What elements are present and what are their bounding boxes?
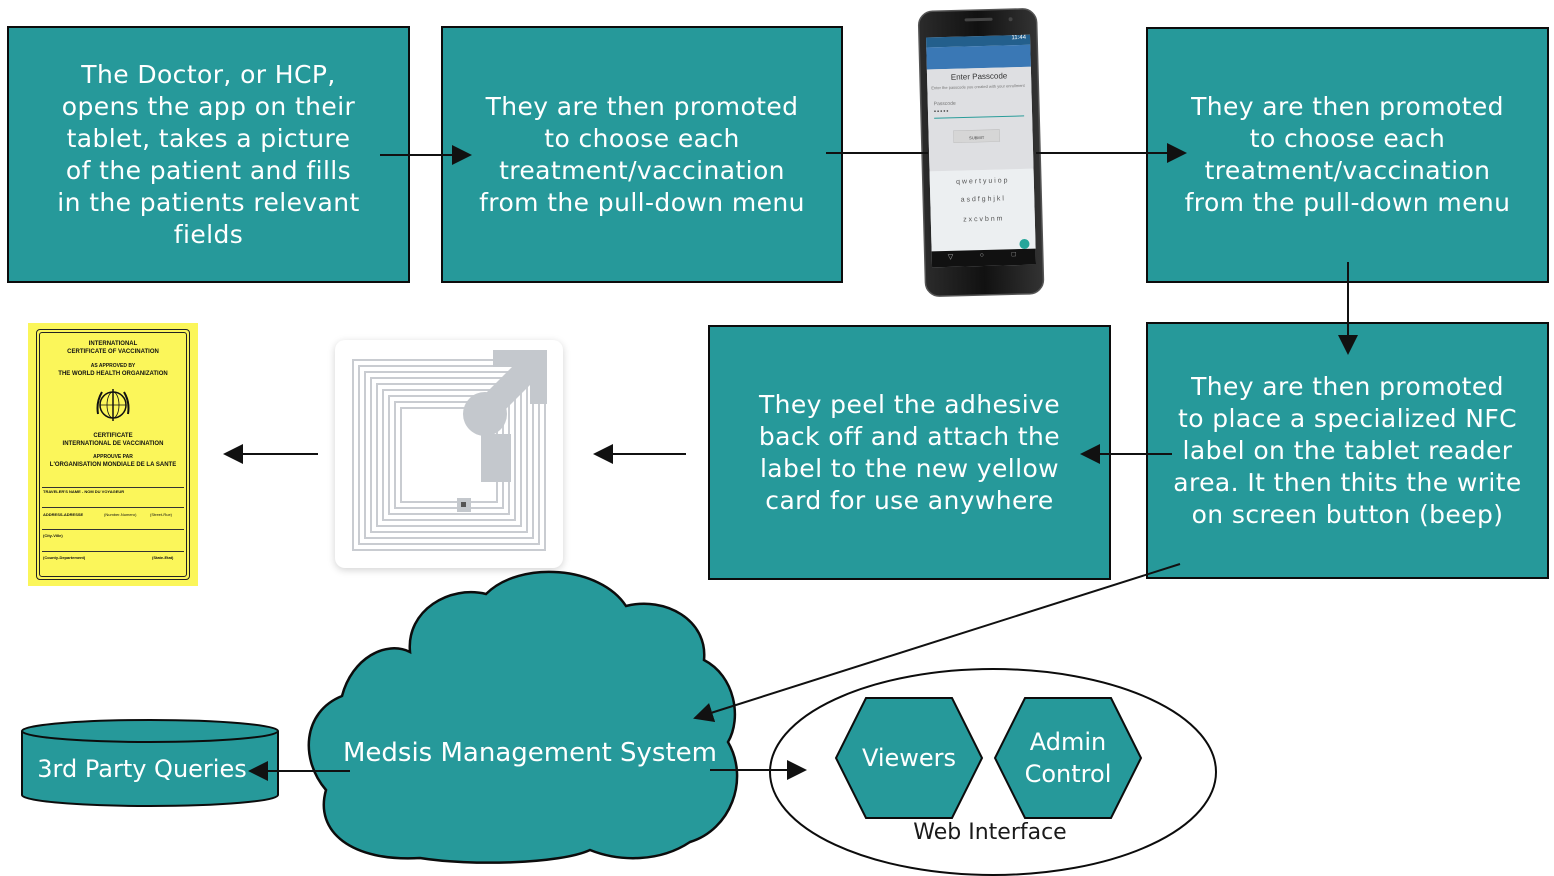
arrow-step4-to-cloud [693, 563, 1181, 723]
step-5-text: They peel the adhesive back off and atta… [758, 389, 1061, 515]
certificate-line-7: APPROUVE PAR [93, 454, 133, 460]
step-2-text: They are then promoted to choose each tr… [479, 91, 805, 217]
database-cylinder [21, 719, 279, 807]
queries-label: 3rd Party Queries [37, 755, 247, 783]
certificate-line-1: INTERNATIONAL [88, 341, 138, 347]
certificate-line-6: INTERNATIONAL DE VACCINATION [62, 441, 164, 447]
nfc-tag-image [335, 340, 563, 568]
step-4-text: They are then promoted to place a specia… [1173, 371, 1522, 529]
certificate-line-5: CERTIFICATE [93, 433, 133, 439]
step-4-box: They are then promoted to place a specia… [1146, 322, 1549, 579]
certificate-field-address: ADDRESS-ADRESSE [43, 512, 84, 517]
nfc-antenna-icon [352, 350, 547, 551]
step-3-text: They are then promoted to choose each tr… [1184, 92, 1511, 217]
cloud-label: Medsis Management System [342, 738, 717, 768]
vaccination-certificate: INTERNATIONAL CERTIFICATE OF VACCINATION… [28, 323, 198, 586]
step-2-box: They are then promoted to choose each tr… [441, 26, 843, 283]
admin-control-label[interactable]: Admin Control [1024, 728, 1112, 788]
who-emblem-icon [96, 389, 130, 421]
certificate-field-county: (County-Departement) [43, 555, 86, 560]
certificate-field-state: (State-Etat) [152, 555, 174, 560]
admin-hexagon [993, 697, 1143, 819]
viewers-hexagon [834, 697, 984, 819]
step-5-box: They peel the adhesive back off and atta… [708, 325, 1111, 580]
web-interface-label: Web Interface [913, 820, 1067, 845]
cloud-shape [307, 570, 739, 864]
step-1-box: The Doctor, or HCP, opens the app on the… [7, 26, 410, 283]
certificate-line-2: CERTIFICATE OF VACCINATION [67, 349, 159, 355]
certificate-field-number: (Number-Numero) [104, 512, 137, 517]
certificate-line-8: L'ORGANISATION MONDIALE DE LA SANTE [49, 462, 177, 468]
certificate-line-4: THE WORLD HEALTH ORGANIZATION [58, 371, 168, 377]
certificate-field-city: (City-Ville) [43, 533, 63, 538]
step-3-box: They are then promoted to choose each tr… [1146, 27, 1549, 283]
certificate-field-name: TRAVELER'S NAME - NOM DU VOYAGEUR [43, 489, 125, 494]
viewers-label[interactable]: Viewers [861, 744, 957, 772]
step-1-text: The Doctor, or HCP, opens the app on the… [57, 59, 360, 249]
certificate-line-3: AS APPROVED BY [90, 363, 136, 369]
certificate-field-street: (Street-Rue) [150, 512, 173, 517]
